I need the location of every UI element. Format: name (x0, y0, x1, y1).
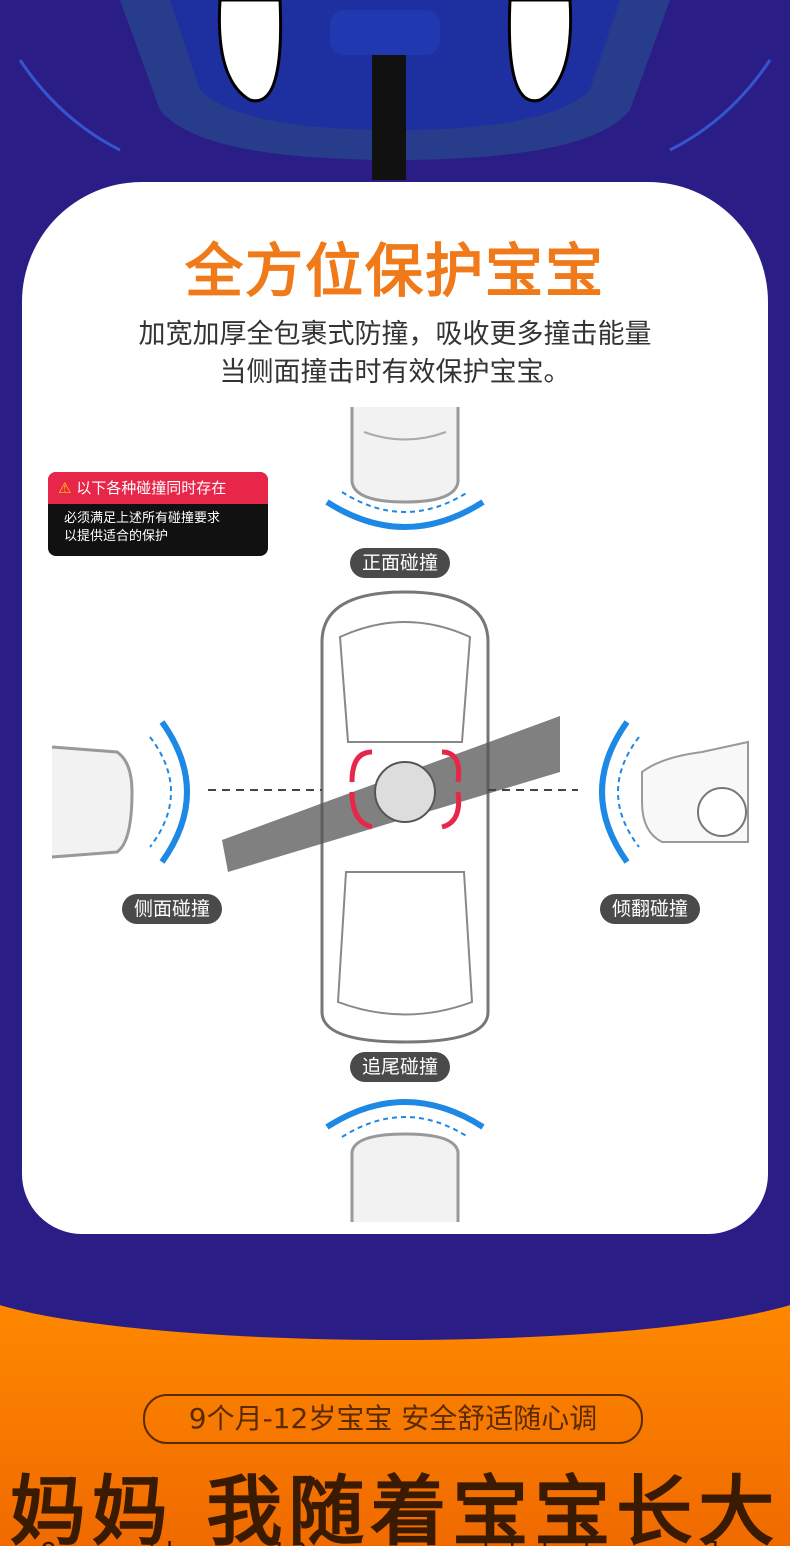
side-car (51, 745, 134, 859)
protection-card: 全方位保护宝宝 加宽加厚全包裹式防撞，吸收更多撞击能量 当侧面撞击时有效保护宝宝… (22, 182, 768, 1234)
label-side-collision: 侧面碰撞 (122, 894, 223, 924)
side-wave (159, 720, 190, 864)
card-subtitle-line2: 当侧面撞击时有效保护宝宝。 (219, 357, 571, 388)
side-wave-inner (149, 736, 172, 848)
rear-car (350, 1132, 460, 1222)
warning-line2: 以提供适合的保护 (64, 529, 169, 544)
warning-head-text: 以下各种碰撞同时存在 (76, 479, 227, 497)
rollover-wave (599, 720, 630, 864)
car-seat-illustration (18, 0, 772, 180)
bottom-headline: 妈妈 我随着宝宝长大 (9, 1467, 781, 1546)
warning-head: ⚠ 以下各种碰撞同时存在 (48, 472, 268, 504)
warning-line1: 必须满足上述所有碰撞要求 (64, 511, 221, 526)
bottom-banner: 9个月-12岁宝宝 安全舒适随心调 妈妈 我随着宝宝长大 9 months - … (0, 1290, 790, 1546)
warning-body: 必须满足上述所有碰撞要求 以提供适合的保护 (48, 504, 268, 546)
label-rollover-collision: 倾翻碰撞 (600, 894, 701, 924)
rollover-wave-inner (617, 736, 640, 848)
warning-triangle-icon: ⚠ (58, 479, 72, 497)
rear-wave-inner (341, 1116, 469, 1138)
rear-wave (325, 1099, 485, 1130)
front-car (350, 407, 460, 504)
front-wave (325, 499, 485, 530)
label-rear-collision: 追尾碰撞 (350, 1052, 451, 1082)
label-front-collision: 正面碰撞 (350, 548, 451, 578)
card-subtitle-line1: 加宽加厚全包裹式防撞，吸收更多撞击能量 (138, 319, 652, 350)
collision-diagram (51, 407, 749, 1222)
bottom-curve (0, 1290, 790, 1340)
seat-banner (0, 0, 790, 180)
warning-box: ⚠ 以下各种碰撞同时存在 必须满足上述所有碰撞要求 以提供适合的保护 (48, 472, 268, 556)
english-subline: 9 months - 12 years old baby apply (0, 1536, 790, 1546)
card-title: 全方位保护宝宝 (184, 237, 605, 305)
rollover-car (641, 740, 749, 843)
front-wave-inner (341, 491, 469, 513)
main-car-top-view (208, 590, 578, 1044)
age-tagline: 9个月-12岁宝宝 安全舒适随心调 (143, 1394, 643, 1444)
